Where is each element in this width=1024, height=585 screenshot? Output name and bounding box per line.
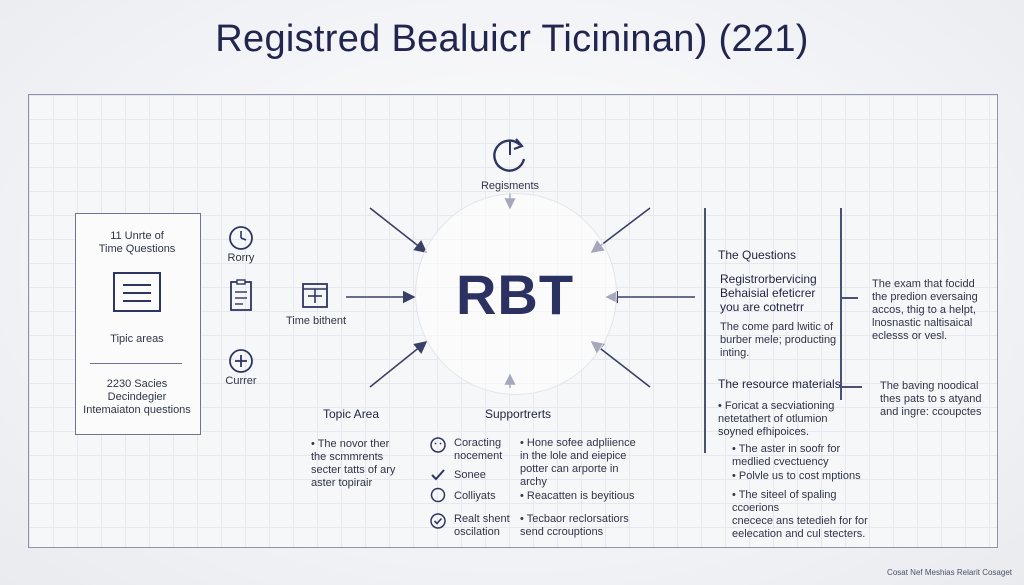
footer-credit: Cosat Nef Meshias Relarit Cosaget <box>887 568 1012 577</box>
left-info-card <box>75 213 201 435</box>
center-label: RBT <box>455 263 575 326</box>
support-item-4: Realt shent oscilation <box>454 513 510 538</box>
arrow-upper-left <box>369 207 428 253</box>
resource-item-3: • Polvle us to cost mptions <box>732 470 861 482</box>
questions-sub: Registrorbervicing Behaisial efeticrer y… <box>720 272 817 314</box>
support-item-3: Colliyats <box>454 490 496 502</box>
top-label: Regisments <box>480 180 540 192</box>
resource-heading: The resource materials <box>718 377 841 391</box>
document-icon <box>113 272 161 312</box>
page-title: Registred Bealuicr Ticininan) (221) <box>215 18 809 60</box>
resource-item-1: • Foricat a secviationing netetathert of… <box>718 400 835 438</box>
right-tick-b <box>840 386 862 388</box>
left-card-bottom: 2230 Sacies Decindegier Intemaiaton ques… <box>83 378 191 416</box>
arrow-lower-left <box>369 340 428 388</box>
questions-text: The come pard lwitic of burber mele; pro… <box>720 321 837 359</box>
questions-heading: The Questions <box>718 248 797 262</box>
plus-icon <box>228 348 254 374</box>
support-bullet-3: • Tecbaor reclorsatiors send ccrouptions <box>520 513 629 538</box>
far-right-note-a: The exam that focidd the predion eversai… <box>872 278 978 342</box>
support-bullet-1: • Hone sofee adpliience in the lole and … <box>520 437 636 488</box>
supports-heading: Supportrerts <box>485 407 552 421</box>
left-card-divider <box>90 363 182 364</box>
right-tick-a <box>840 297 858 299</box>
support-bullet-2: • Reacatten is beyitious <box>520 490 635 502</box>
center-circle <box>415 193 617 395</box>
right-bracket-line-b <box>840 208 842 400</box>
left-card-mid: Tipic areas <box>110 333 164 345</box>
arrow-lower-right <box>590 341 651 388</box>
topic-area-bullet: • The novor ther the scmmrents secter ta… <box>311 438 396 489</box>
smiley-icon <box>430 437 446 453</box>
far-right-note-b: The baving noodical thes pats to s atyan… <box>880 380 982 418</box>
left-card-header: 11 Unrte of Time Questions <box>98 230 176 255</box>
refresh-icon <box>488 135 534 177</box>
icon-label-a: Rorry <box>227 252 255 264</box>
check-icon <box>430 467 446 483</box>
support-item-2: Sonee <box>454 469 486 481</box>
time-label: Time bithent <box>285 315 347 327</box>
check-circle-icon <box>430 513 446 529</box>
calendar-icon <box>301 281 329 309</box>
circle-icon <box>430 487 446 503</box>
resource-item-4: • The siteel of spaling ccoerions cnecec… <box>732 489 868 540</box>
icon-label-b: Currer <box>225 375 257 387</box>
topic-area-heading: Topic Area <box>323 407 380 421</box>
support-item-1: Coracting nocement <box>454 437 503 462</box>
right-bracket-line-a <box>704 208 706 453</box>
clipboard-icon <box>230 279 252 311</box>
clock-icon <box>228 225 254 251</box>
resource-item-2: • The aster in soofr for medlied cvectue… <box>732 443 841 468</box>
